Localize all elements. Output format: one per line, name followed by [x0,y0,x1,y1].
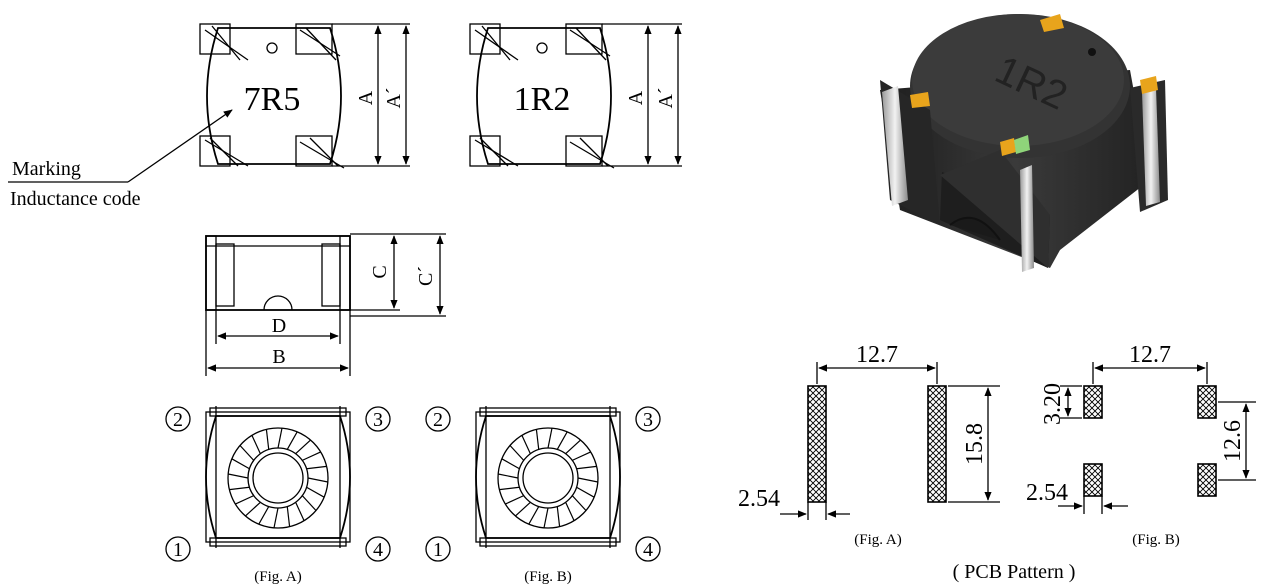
pin-3-fig-b: 3 [643,409,653,431]
toroid-winding [515,501,531,517]
pin-2-fig-a: 2 [173,409,183,431]
callout-marking: Marking [12,158,81,180]
toroid-winding [235,495,254,505]
toroid-winding [556,431,568,450]
caption-fig-b: (Fig. B) [524,569,572,585]
toroid-winding [521,435,531,454]
toroid-winding [509,445,525,461]
toroid-winding [265,429,270,450]
toroid-winding [258,506,270,525]
fig-a-marking: 7R5 [244,81,301,118]
toroid-winding [301,495,317,511]
pcb-b-row-spacing: 12.6 [1220,420,1246,462]
toroid-winding [499,486,520,491]
pcb-b-pad-br [1197,463,1217,497]
pcb-a-pad-width: 2.54 [738,486,780,512]
pcb-b-pad-tl [1083,385,1103,419]
pcb-pattern-title: ( PCB Pattern ) [953,561,1076,583]
toroid-winding [307,477,328,483]
dim-c-prime: C´ [415,266,437,286]
toroid-winding [543,507,549,528]
caption-fig-a: (Fig. A) [254,569,302,585]
toroid-winding [576,465,597,470]
marking-callout: Marking Inductance code [8,109,233,210]
pcb-b-spacing: 12.7 [1129,342,1171,368]
toroid-winding [277,428,283,449]
fig-b-dim-a-prime: A´ [655,87,677,108]
inductor-3d-render: 1R2 [880,14,1168,272]
pcb-b-caption: (Fig. B) [1132,532,1180,548]
pcb-b-pad-width: 2.54 [1026,480,1068,506]
pin-4-fig-b: 4 [643,539,653,561]
pin-1-fig-b: 1 [433,539,443,561]
toroid-winding [245,501,261,517]
top-view-fig-b: 1R2 A A´ [469,23,682,169]
toroid-winding [228,473,249,479]
toroid-winding [565,502,575,521]
toroid-winding [528,506,540,525]
toroid-winding [286,506,291,527]
toroid-winding [535,429,540,450]
pcb-pattern-fig-b: 12.7 3.20 12.6 2.54 (Fig. B) [1026,342,1256,548]
pcb-pattern-fig-a: 12.7 15.8 2.54 (Fig. A) [738,342,1000,548]
toroid-winding [302,451,321,461]
toroid-winding [501,458,520,470]
callout-inductance-code: Inductance code [10,188,141,210]
toroid-winding [306,486,325,498]
dim-c: C [369,265,391,278]
pcb-b-pad-bl [1083,463,1103,497]
fig-a-dim-a: A [355,90,377,105]
toroid-winding [295,502,305,521]
toroid-winding [306,465,327,470]
toroid-winding [505,495,524,505]
dim-b: B [272,346,285,368]
toroid-winding [286,431,298,450]
pin-4-fig-a: 4 [373,539,383,561]
toroid-winding [571,495,587,511]
fig-b-marking: 1R2 [514,81,571,118]
toroid-winding [498,473,519,479]
toroid-winding [547,428,553,449]
pcb-a-pad-length: 15.8 [962,423,988,465]
toroid-winding [577,477,598,483]
pin-2-fig-b: 2 [433,409,443,431]
pcb-a-spacing: 12.7 [856,342,898,368]
side-view: C C´ D B [205,233,446,376]
toroid-winding [239,445,255,461]
fig-a-dim-a-prime: A´ [383,87,405,108]
toroid-winding [572,451,591,461]
pcb-a-caption: (Fig. A) [854,532,902,548]
toroid-winding [295,439,311,455]
toroid-winding [229,486,250,491]
pin-1-fig-a: 1 [173,539,183,561]
pcb-b-pad-height: 3.20 [1040,383,1066,425]
toroid-winding [231,458,250,470]
top-view-fig-a: 7R5 A A´ [199,23,410,169]
pcb-b-pad-tr [1197,385,1217,419]
pcb-a-pad-right [927,385,947,503]
pin-3-fig-a: 3 [373,409,383,431]
fig-b-dim-a: A [625,90,647,105]
toroid-winding [251,435,261,454]
toroid-winding [273,507,279,528]
toroid-winding [565,439,581,455]
toroid-winding [576,486,595,498]
bottom-view-fig-a: 2 3 1 4 (Fig. A) [165,406,391,585]
pcb-a-pad-left [807,385,827,503]
dim-d: D [272,315,286,337]
toroid-winding [556,506,561,527]
bottom-view-fig-b: 2 3 1 4 (Fig. B) [425,406,661,585]
